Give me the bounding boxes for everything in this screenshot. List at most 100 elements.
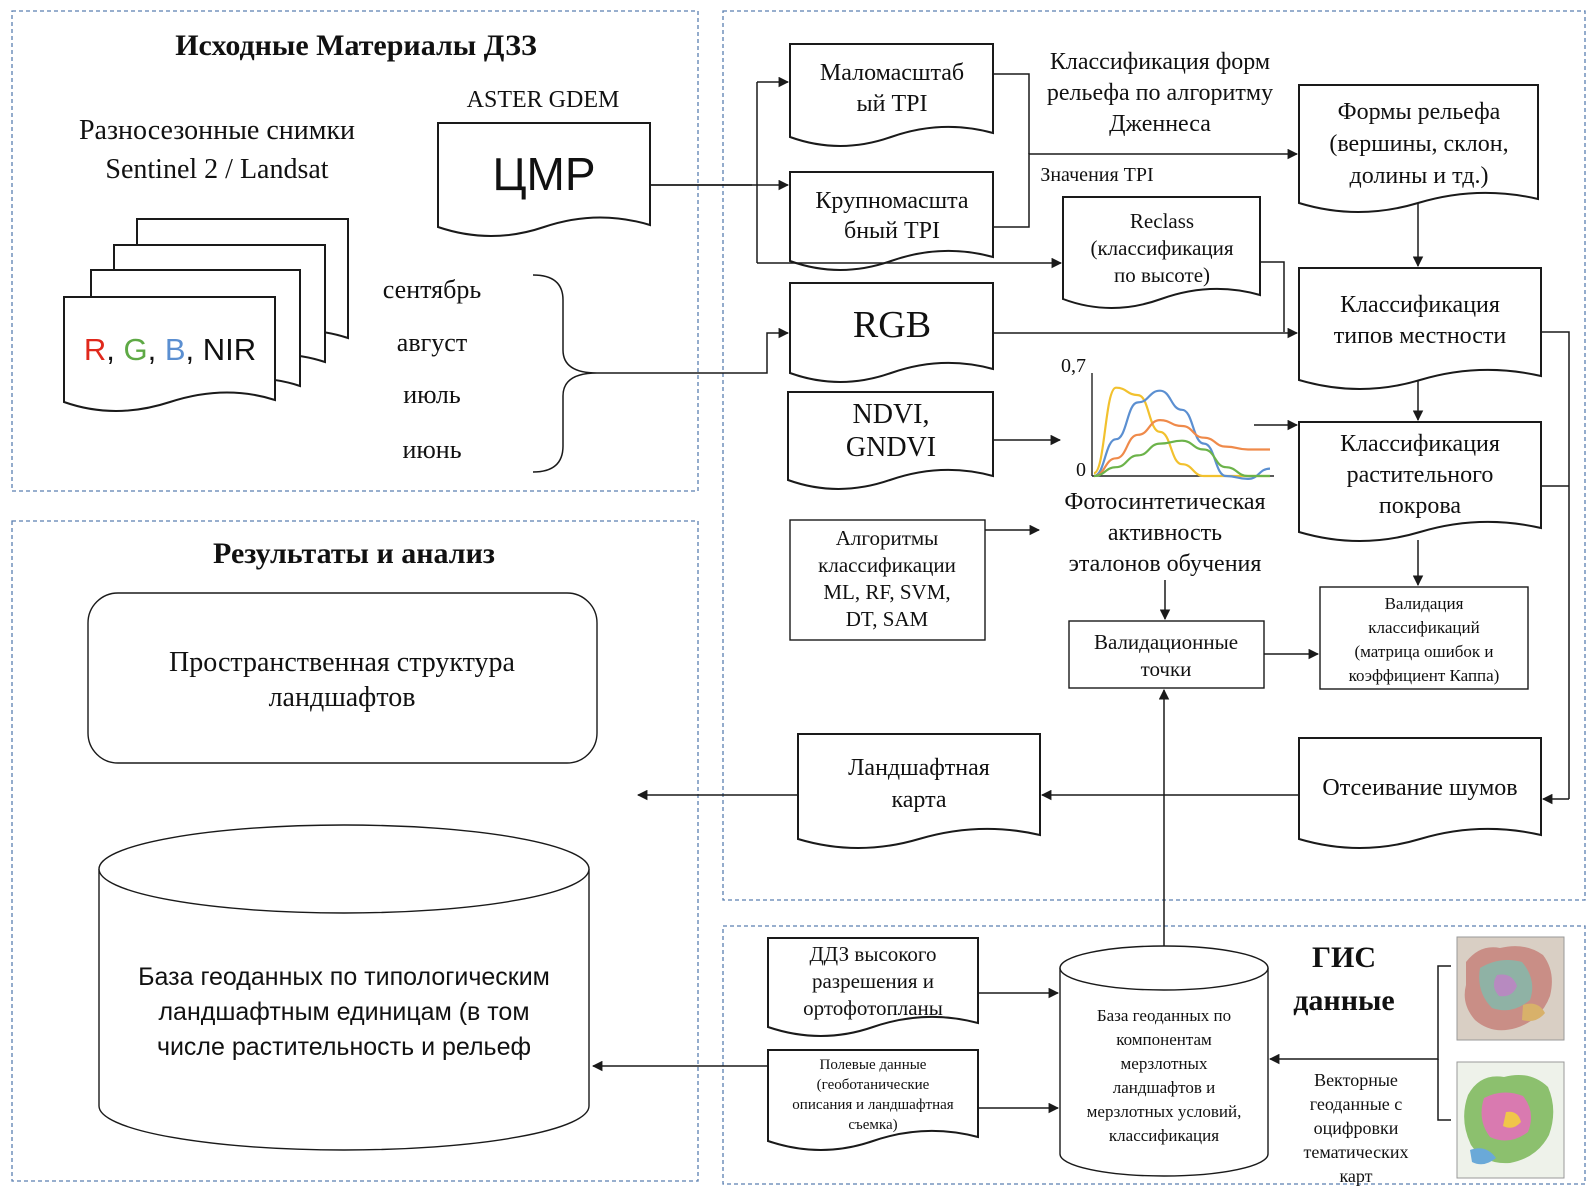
veg-class-line2: растительного [1347,462,1494,488]
vector-data-line4: тематических [1303,1142,1408,1162]
rgb-box [789,282,994,383]
vector-data-line2: геоданные с [1310,1094,1403,1114]
satellite-image-stack: R, G, B, NIR [63,218,349,412]
validation-points-box [1068,620,1265,689]
permafrost-db-line1: База геоданных по [1097,1006,1231,1025]
jenness-label-line3: Дженнеса [1109,111,1211,137]
field-data-line1: Полевые данные [820,1057,927,1073]
noise-filter-label: Отсеивание шумов [1322,775,1517,801]
ndvi-box [787,391,994,490]
permafrost-db-line6: классификация [1109,1126,1219,1145]
connectors [591,73,1570,1121]
connector-small-tpi-out [993,73,1030,154]
terrain-class-line1: Классификация [1340,292,1500,318]
arrow-months-to-rgb [597,327,790,374]
band-sep-2: , [148,332,165,367]
high-res-line1: ДДЗ высокого [809,942,936,966]
field-data-line2: (геоботанические [817,1077,930,1093]
gis-panel-title-line1: ГИС [1312,941,1376,974]
terrain-classification-box [1298,267,1542,390]
large-tpi-box [789,171,994,271]
permafrost-db-line2: компонентам [1116,1030,1212,1049]
validation-class-line2: классификаций [1368,618,1479,637]
gis-panel [722,925,1586,1185]
vector-data-line1: Векторные [1314,1070,1398,1090]
band-r: R [84,332,106,367]
month-label: август [397,328,467,357]
high-res-line2: разрешения и [812,969,934,993]
veg-class-line3: покрова [1379,493,1462,519]
photosynthesis-line1: Фотосинтетическая [1064,489,1265,515]
terrain-class-line2: типов местности [1334,323,1507,349]
field-data-line4: съемка) [848,1117,897,1133]
vector-data-line5: карт [1339,1166,1372,1186]
arrow-to-relief-forms [993,148,1299,228]
small-tpi-line1: Маломасштаб [820,60,964,86]
validation-class-line3: (матрица ошибок и [1355,642,1494,661]
connector-map2 [1437,1059,1451,1121]
band-g: G [123,332,147,367]
results-panel-title: Результаты и анализ [213,537,495,570]
gis-panel-title-line2: данные [1293,984,1394,1017]
ndvi-line2: GNDVI [846,432,936,463]
relief-forms-box [1298,84,1539,213]
algorithms-line4: DT, SAM [846,607,929,631]
algorithms-line1: Алгоритмы [836,526,939,550]
months-brace [532,274,598,473]
geodatabase-line3: числе растительность и рельеф [157,1033,531,1061]
results-panel [11,520,699,1182]
photosynthesis-line2: активность [1108,520,1222,546]
permafrost-db-line5: мерзлотных условий, [1087,1102,1242,1121]
relief-forms-line1: Формы рельефа [1338,99,1501,125]
month-label: сентябрь [383,275,482,304]
band-nir: NIR [203,332,256,367]
validation-classification-box [1319,586,1529,690]
cylinder-top [98,824,590,914]
tpi-values-label: Значения TPI [1040,164,1153,186]
cylinder-body [98,869,590,1151]
validation-points-line2: точки [1141,657,1192,681]
spatial-structure-line2: ландшафтов [269,682,416,713]
geodatabase-line2: ландшафтным единицам (в том [158,998,529,1026]
photosynthesis-chart: 0,7 0 [1061,355,1274,481]
large-tpi-line2: бный TPI [844,218,940,244]
source-panel [11,10,699,492]
landscape-map-box [797,733,1041,849]
bands-label: R, G, B, NIR [84,332,256,367]
reclass-line2: (классификация [1090,236,1233,260]
aster-label: ASTER GDEM [467,87,620,113]
vector-data-line3: оцифровки [1314,1118,1399,1138]
image-sheet-1 [63,296,276,412]
validation-class-line1: Валидация [1385,594,1464,613]
photosynthesis-line3: эталонов обучения [1069,551,1262,577]
algorithms-line2: классификации [818,553,956,577]
high-res-line3: ортофотопланы [803,996,943,1020]
arrow-maps-to-db [1268,965,1451,1065]
band-b: B [165,332,186,367]
algorithms-box [789,519,986,641]
chart-series-line-3 [1093,418,1270,478]
spatial-structure-box [87,592,598,764]
band-sep-1: , [106,332,123,367]
validation-class-line4: коэффициент Каппа) [1349,666,1500,685]
processing-panel [722,10,1586,901]
rgb-label: RGB [853,304,931,346]
jenness-label-line2: рельефа по алгоритму [1047,80,1273,106]
y-tick-label-zero: 0 [1076,459,1086,481]
month-label: июнь [402,435,461,464]
small-tpi-line2: ый TPI [857,91,928,117]
thematic-map-thumbnail-2 [1456,1061,1565,1179]
permafrost-cylinder-body [1059,968,1269,1177]
chart-series-line-2 [1093,389,1271,481]
reclass-box [1062,196,1261,309]
thematic-map-thumbnail-1 [1456,936,1565,1041]
connector-reclass-out [1260,261,1285,332]
landscape-map-line2: карта [891,787,946,813]
permafrost-db-line4: ландшафтов и [1113,1078,1216,1097]
field-data-box [767,1049,979,1151]
source-panel-title: Исходные Материалы ДЗЗ [175,29,537,62]
algorithms-line3: ML, RF, SVM, [823,580,950,604]
month-label: июль [403,380,461,409]
geodatabase-cylinder [98,824,590,1151]
small-tpi-box [789,43,994,147]
